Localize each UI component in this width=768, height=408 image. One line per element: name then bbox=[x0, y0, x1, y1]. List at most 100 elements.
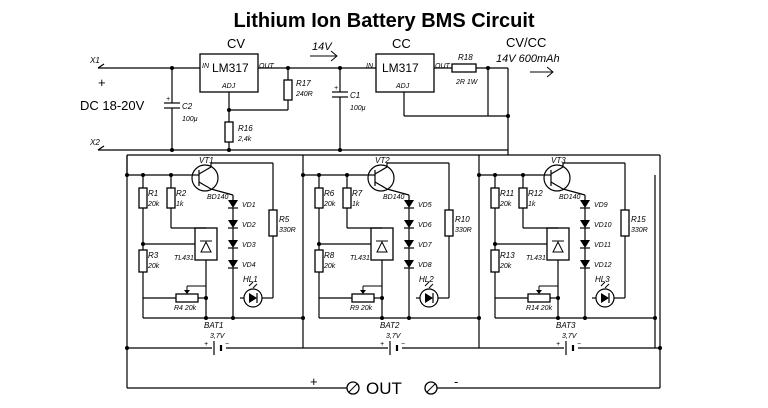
hl-label: HL3 bbox=[595, 275, 610, 284]
svg-text:+: + bbox=[556, 341, 560, 348]
battery-voltage: 3,7V bbox=[210, 333, 226, 340]
vd-b: VD6 bbox=[418, 222, 432, 229]
plus-label: + bbox=[98, 75, 106, 90]
battery-voltage: 3,7V bbox=[562, 333, 578, 340]
rc-value: 20k bbox=[499, 263, 512, 270]
r17-value: 240R bbox=[295, 91, 313, 98]
vt-label: VT2 bbox=[375, 156, 390, 165]
hl-label: HL1 bbox=[243, 275, 258, 284]
ra-label: R1 bbox=[148, 189, 158, 198]
cv-label: CV bbox=[227, 36, 245, 51]
bd140-label: BD140 bbox=[207, 194, 229, 201]
battery-label: BAT1 bbox=[204, 321, 223, 330]
out-label: OUT bbox=[366, 379, 402, 398]
cc-label: CC bbox=[392, 36, 411, 51]
battery-voltage: 3,7V bbox=[386, 333, 402, 340]
svg-text:−: − bbox=[401, 341, 405, 348]
rc-label: R13 bbox=[500, 251, 515, 260]
hl-label: HL2 bbox=[419, 275, 434, 284]
lm317-cv-name: LM317 bbox=[212, 61, 249, 75]
rl-label: R5 bbox=[279, 215, 290, 224]
pot-label: R14 20k bbox=[526, 305, 553, 312]
rl-value: 330R bbox=[631, 227, 648, 234]
rb-value: 1k bbox=[352, 201, 360, 208]
ra-value: 20k bbox=[147, 201, 160, 208]
lm317-cv-ic bbox=[199, 53, 259, 93]
vd-d: VD12 bbox=[594, 262, 612, 269]
dc-label: DC 18-20V bbox=[80, 98, 145, 113]
vd-c: VD3 bbox=[242, 242, 256, 249]
tl431-label: TL431 bbox=[526, 255, 546, 262]
c1-value: 100µ bbox=[350, 105, 366, 112]
input-section: X1 + DC 18-20V X2 + C2 100µ CV IN LM317 … bbox=[80, 35, 560, 152]
tl431-label: TL431 bbox=[350, 255, 370, 262]
x2-label: X2 bbox=[89, 138, 100, 147]
pot-label: R4 20k bbox=[174, 305, 197, 312]
r17-label: R17 bbox=[296, 79, 311, 88]
rb-value: 1k bbox=[528, 201, 536, 208]
battery-label: BAT3 bbox=[556, 321, 576, 330]
rl-value: 330R bbox=[279, 227, 296, 234]
x1-label: X1 bbox=[89, 56, 100, 65]
svg-text:+: + bbox=[204, 341, 208, 348]
rc-value: 20k bbox=[323, 263, 336, 270]
bd140-label: BD140 bbox=[559, 194, 581, 201]
rl-label: R15 bbox=[631, 215, 646, 224]
vd-a: VD5 bbox=[418, 202, 432, 209]
vd-c: VD11 bbox=[594, 242, 611, 249]
r16-label: R16 bbox=[238, 124, 253, 133]
rc-label: R3 bbox=[148, 251, 159, 260]
pot-label: R9 20k bbox=[350, 305, 373, 312]
vt-label: VT3 bbox=[551, 156, 566, 165]
vd-a: VD1 bbox=[242, 202, 256, 209]
vt-label: VT1 bbox=[199, 156, 214, 165]
svg-text:−: − bbox=[577, 341, 581, 348]
r18-label: R18 bbox=[458, 53, 473, 62]
svg-text:ADJ: ADJ bbox=[221, 83, 236, 90]
ra-label: R6 bbox=[324, 189, 335, 198]
lm317-cc-name: LM317 bbox=[382, 61, 419, 75]
out-minus-label: - bbox=[454, 374, 458, 389]
vd-b: VD2 bbox=[242, 222, 256, 229]
output-section: OUT + - bbox=[127, 374, 660, 398]
battery-label: BAT2 bbox=[380, 321, 400, 330]
c2-label: C2 bbox=[182, 102, 193, 111]
svg-text:IN: IN bbox=[366, 63, 374, 70]
vd-a: VD9 bbox=[594, 202, 608, 209]
ra-value: 20k bbox=[323, 201, 336, 208]
r18-value: 2R 1W bbox=[455, 79, 479, 86]
bd140-label: BD140 bbox=[383, 194, 405, 201]
svg-text:+: + bbox=[380, 341, 384, 348]
rc-value: 20k bbox=[147, 263, 160, 270]
page-title: Lithium Ion Battery BMS Circuit bbox=[233, 10, 534, 32]
rl-value: 330R bbox=[455, 227, 472, 234]
vd-b: VD10 bbox=[594, 222, 612, 229]
svg-text:IN: IN bbox=[202, 63, 210, 70]
vd-d: VD8 bbox=[418, 262, 432, 269]
svg-text:OUT: OUT bbox=[259, 63, 275, 70]
rb-value: 1k bbox=[176, 201, 184, 208]
ra-label: R11 bbox=[500, 189, 514, 198]
rl-label: R10 bbox=[455, 215, 470, 224]
rb-label: R2 bbox=[176, 189, 187, 198]
ra-value: 20k bbox=[499, 201, 512, 208]
svg-text:OUT: OUT bbox=[435, 63, 451, 70]
out-plus-label: + bbox=[310, 374, 318, 389]
output-spec: 14V 600mAh bbox=[496, 53, 560, 65]
c1-label: C1 bbox=[350, 91, 360, 100]
svg-text:−: − bbox=[225, 341, 229, 348]
vd-d: VD4 bbox=[242, 262, 256, 269]
r16-value: 2,4k bbox=[237, 136, 252, 143]
vd-c: VD7 bbox=[418, 242, 433, 249]
c2-value: 100µ bbox=[182, 116, 198, 123]
svg-text:ADJ: ADJ bbox=[395, 83, 410, 90]
svg-text:+: + bbox=[334, 85, 338, 92]
rc-label: R8 bbox=[324, 251, 335, 260]
cvcc-label: CV/CC bbox=[506, 35, 546, 50]
lm317-cc-ic bbox=[375, 53, 435, 93]
